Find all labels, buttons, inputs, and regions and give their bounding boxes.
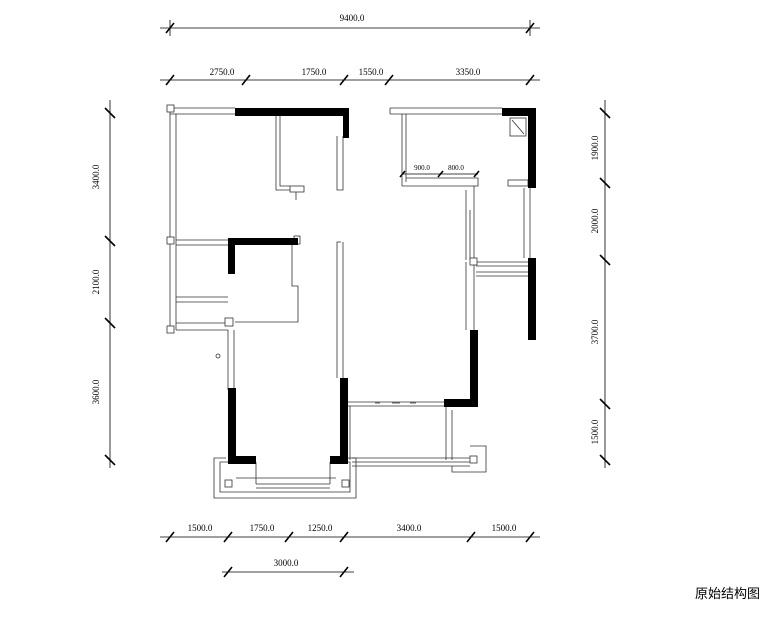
- left-dim-1: 3400.0: [91, 164, 101, 189]
- top-total-label: 9400.0: [340, 13, 365, 23]
- right-dim-2: 2000.0: [590, 208, 600, 233]
- bottom-dim-4: 3400.0: [397, 523, 422, 533]
- bottom-segment-dimensions: 1500.0 1750.0 1250.0 3400.0 1500.0: [160, 523, 540, 543]
- right-dim-1: 1900.0: [590, 135, 600, 160]
- bottom-dim-5: 1500.0: [492, 523, 517, 533]
- top-dim-3: 1550.0: [359, 67, 384, 77]
- bottom-total-dimension: 3000.0: [222, 558, 354, 578]
- left-dimensions: 3400.0 2100.0 3600.0: [91, 100, 116, 468]
- columns: [166, 104, 478, 488]
- load-bearing-walls: [228, 108, 536, 464]
- thin-walls: [169, 107, 531, 499]
- bottom-dim-1: 1500.0: [188, 523, 213, 533]
- top-segment-dimensions: 2750.0 1750.0 1550.0 3350.0: [160, 67, 540, 86]
- top-dim-2: 1750.0: [302, 67, 327, 77]
- inner-dimensions: 900.0 800.0: [399, 164, 480, 178]
- inner-dim-1: 900.0: [414, 164, 430, 172]
- top-dim-4: 3350.0: [456, 67, 481, 77]
- bottom-total-label: 3000.0: [274, 558, 299, 568]
- bottom-dim-3: 1250.0: [308, 523, 333, 533]
- left-dim-3: 3600.0: [91, 379, 101, 404]
- top-dim-1: 2750.0: [210, 67, 235, 77]
- top-total-dimension: 9400.0: [160, 13, 540, 36]
- right-dimensions: 1900.0 2000.0 3700.0 1500.0: [590, 100, 611, 468]
- bottom-dim-2: 1750.0: [250, 523, 275, 533]
- drawing-title: 原始结构图: [695, 587, 761, 602]
- left-dim-2: 2100.0: [91, 269, 101, 294]
- right-dim-4: 1500.0: [590, 419, 600, 444]
- inner-dim-2: 800.0: [448, 164, 464, 172]
- right-dim-3: 3700.0: [590, 319, 600, 344]
